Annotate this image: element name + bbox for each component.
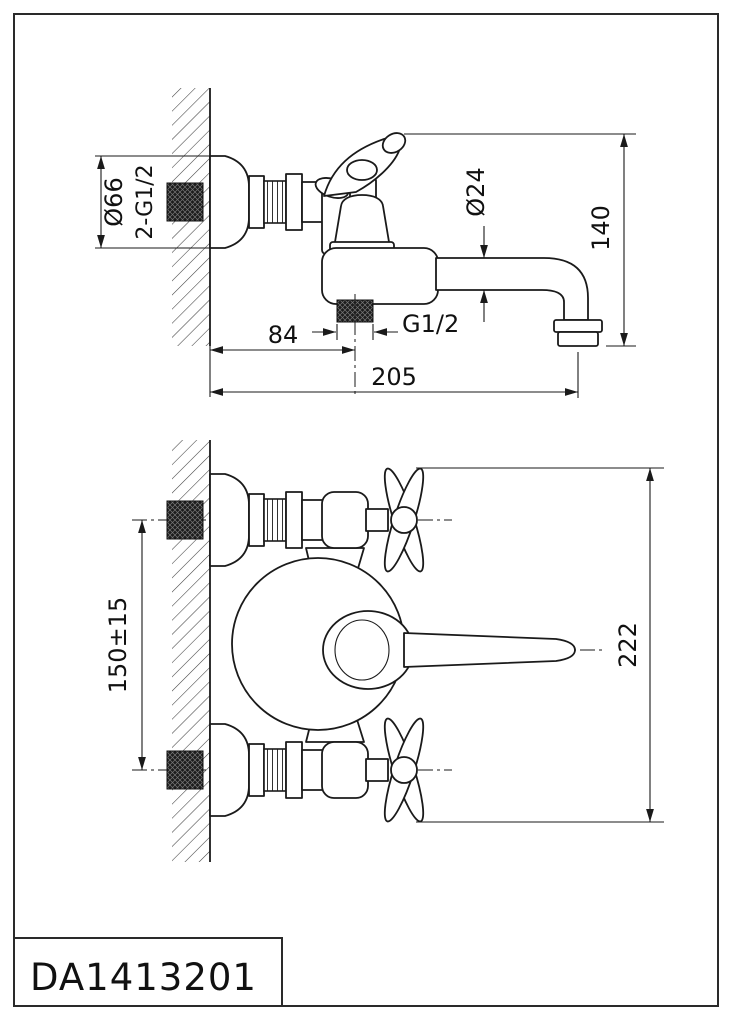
handle-knob bbox=[381, 132, 407, 154]
dim-height: 140 bbox=[404, 133, 636, 347]
valve-bonnet-bottom bbox=[321, 741, 369, 799]
handle-stem-bottom bbox=[365, 758, 389, 782]
title-block-box bbox=[13, 937, 283, 1007]
lever-hub bbox=[322, 610, 414, 690]
dim-inlet-spacing: 150±15 bbox=[104, 520, 146, 770]
handle-stem-top bbox=[365, 508, 389, 532]
dim-spout-diameter: Ø24 bbox=[462, 167, 490, 322]
dim-wall-to-outlet: 84 bbox=[210, 321, 355, 354]
dim-label-wall-thread: 2-G1/2 bbox=[133, 164, 158, 239]
dim-label-wall-to-outlet: 84 bbox=[268, 321, 299, 349]
front-view: 150±15 222 bbox=[104, 440, 664, 862]
model-number: DA1413201 bbox=[30, 956, 257, 999]
dim-label-outlet-thread: G1/2 bbox=[402, 310, 459, 338]
front-view-faucet bbox=[166, 467, 576, 823]
mixer-body bbox=[321, 247, 439, 305]
lever-arm bbox=[403, 632, 576, 668]
valve-bonnet bbox=[333, 194, 391, 249]
cross-handle-bottom bbox=[383, 717, 425, 823]
dim-flange: Ø66 2-G1/2 bbox=[95, 155, 212, 249]
dim-label-total-reach: 205 bbox=[371, 363, 417, 391]
lever-hub-detail bbox=[334, 619, 390, 681]
cross-handle-top bbox=[383, 467, 425, 573]
dim-label-overall-height: 222 bbox=[614, 622, 642, 668]
dim-total-reach: 205 bbox=[210, 352, 579, 398]
dim-overall-height: 222 bbox=[416, 467, 664, 823]
title-block: DA1413201 bbox=[13, 937, 283, 1007]
handle-hub bbox=[390, 756, 418, 784]
spout-outlet-collar bbox=[553, 319, 603, 333]
valve-bonnet-top bbox=[321, 491, 369, 549]
handle-hub bbox=[390, 506, 418, 534]
dim-label-height: 140 bbox=[587, 205, 615, 251]
dim-label-spout-diameter: Ø24 bbox=[462, 167, 490, 216]
cross-handle-side bbox=[314, 132, 407, 205]
dim-label-flange-diameter: Ø66 bbox=[100, 177, 128, 226]
side-view-faucet bbox=[166, 132, 603, 347]
side-view: Ø66 2-G1/2 Ø24 140 G1/2 8 bbox=[95, 88, 636, 398]
dim-label-inlet-spacing: 150±15 bbox=[104, 597, 132, 693]
lever bbox=[322, 610, 576, 690]
handle-hub bbox=[346, 159, 378, 181]
dim-outlet-thread: G1/2 bbox=[312, 310, 459, 340]
spout-outlet-end bbox=[557, 331, 599, 347]
drawing-border bbox=[13, 13, 719, 1007]
